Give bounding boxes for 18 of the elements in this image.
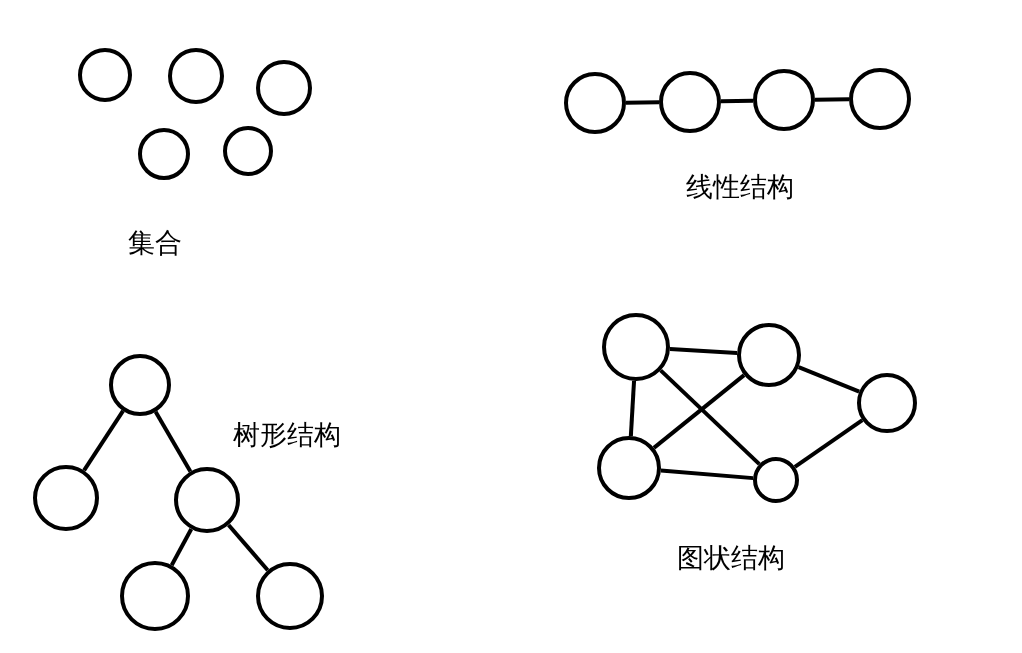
structure-label: 集合: [128, 226, 182, 260]
structure-label: 树形结构: [233, 418, 341, 452]
connector-line: [628, 380, 637, 437]
connector-line: [153, 410, 193, 473]
connector-line: [669, 347, 738, 356]
connector-line: [169, 528, 194, 567]
connector-line: [814, 97, 850, 102]
connector-line: [82, 409, 125, 472]
structure-label: 线性结构: [686, 170, 794, 204]
structure-label: 图状结构: [677, 541, 785, 575]
connector-line: [720, 98, 754, 104]
connector-line: [626, 100, 659, 105]
connector-line: [659, 368, 761, 466]
connector-line: [652, 373, 746, 450]
connector-line: [793, 418, 864, 469]
connector-line: [797, 365, 860, 394]
connector-line: [660, 468, 754, 481]
connector-line: [227, 523, 270, 572]
